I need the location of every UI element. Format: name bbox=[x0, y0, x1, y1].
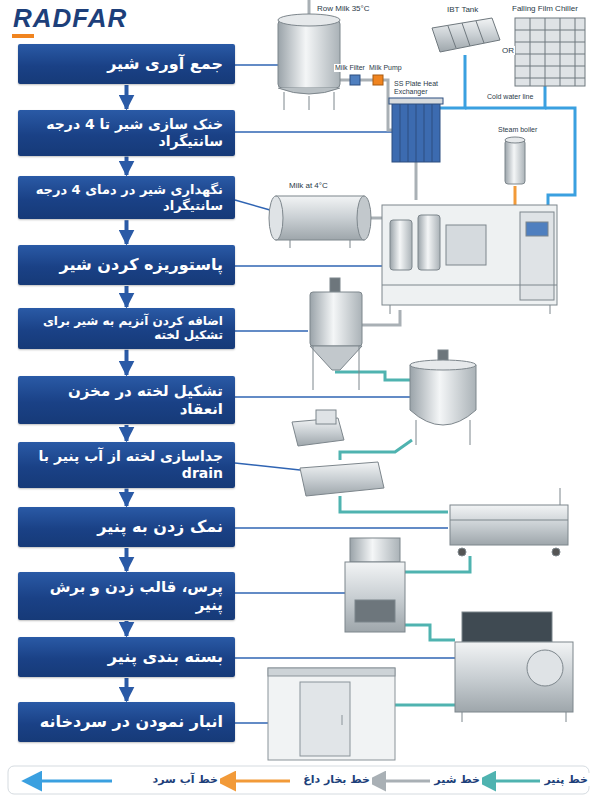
process-box: انبار نمودن در سردخانه bbox=[18, 702, 235, 742]
flow-arrow bbox=[125, 425, 129, 441]
flow-arrow bbox=[125, 286, 129, 307]
step-text: نمک زدن به پنیر bbox=[97, 517, 223, 536]
legend-text: خط آب سرد bbox=[151, 773, 221, 786]
flow-arrow bbox=[125, 220, 129, 244]
step-text: اضافه کردن آنزیم به شیر برای تشکیل لخته bbox=[30, 314, 223, 343]
equipment-label: Falling Film Chiller bbox=[511, 4, 579, 13]
step-text: نگهداری شیر در دمای 4 درجه سانتیگراد bbox=[30, 182, 223, 213]
legend-text: خط بخار داغ bbox=[301, 773, 372, 786]
legend-swatch bbox=[382, 780, 430, 783]
equipment-label: Cold water line bbox=[486, 93, 534, 101]
process-box: جمع آوری شیر bbox=[18, 44, 235, 84]
legend-swatch bbox=[38, 780, 112, 783]
flow-arrow bbox=[125, 157, 129, 175]
equipment-label: OR bbox=[501, 46, 515, 55]
flow-arrow bbox=[125, 85, 129, 109]
step-text: بسته بندی پنیر bbox=[108, 647, 223, 666]
flow-arrow bbox=[125, 489, 129, 506]
step-text: جداسازی لخته از آب پنیر با drain bbox=[30, 448, 223, 482]
process-box: اضافه کردن آنزیم به شیر برای تشکیل لخته bbox=[18, 308, 235, 349]
step-text: جمع آوری شیر bbox=[107, 54, 223, 73]
brand-logo: RADFAR bbox=[12, 4, 128, 34]
equipment-label: SS Plate Heat Exchanger bbox=[393, 80, 447, 96]
flow-arrow bbox=[125, 621, 129, 636]
legend-swatch bbox=[492, 780, 540, 783]
process-box: پاستوریزه کردن شیر bbox=[18, 245, 235, 285]
step-text: انبار نمودن در سردخانه bbox=[40, 712, 223, 731]
step-text: پاستوریزه کردن شیر bbox=[60, 255, 223, 274]
equipment-label: IBT Tank bbox=[446, 5, 479, 14]
process-box: نگهداری شیر در دمای 4 درجه سانتیگراد bbox=[18, 176, 235, 219]
process-box: نمک زدن به پنیر bbox=[18, 507, 235, 547]
equipment-label: Milk at 4°C bbox=[288, 181, 329, 190]
process-box: جداسازی لخته از آب پنیر با drain bbox=[18, 442, 235, 488]
legend-swatch bbox=[232, 780, 290, 783]
equipment-label: Milk Pump bbox=[368, 64, 403, 72]
step-text: پرس، قالب زدن و برش پنیر bbox=[30, 578, 223, 614]
equipment-label: Steam boiler bbox=[497, 126, 538, 134]
legend-text: خط پنیر bbox=[543, 773, 591, 786]
equipment-label: Row Milk 35°C bbox=[316, 4, 371, 13]
process-box: تشکیل لخته در مخزن انعقاد bbox=[18, 376, 235, 424]
step-text: خنک سازی شیر تا 4 درجه سانتیگراد bbox=[30, 116, 223, 150]
process-box: بسته بندی پنیر bbox=[18, 637, 235, 677]
equipment-label: Milk Filter bbox=[334, 64, 366, 72]
flow-arrow bbox=[125, 350, 129, 375]
process-box: پرس، قالب زدن و برش پنیر bbox=[18, 572, 235, 620]
process-box: خنک سازی شیر تا 4 درجه سانتیگراد bbox=[18, 110, 235, 156]
flow-arrow bbox=[125, 678, 129, 701]
flow-arrow bbox=[125, 548, 129, 571]
step-text: تشکیل لخته در مخزن انعقاد bbox=[30, 382, 223, 418]
legend-text: خط شیر bbox=[432, 773, 482, 786]
